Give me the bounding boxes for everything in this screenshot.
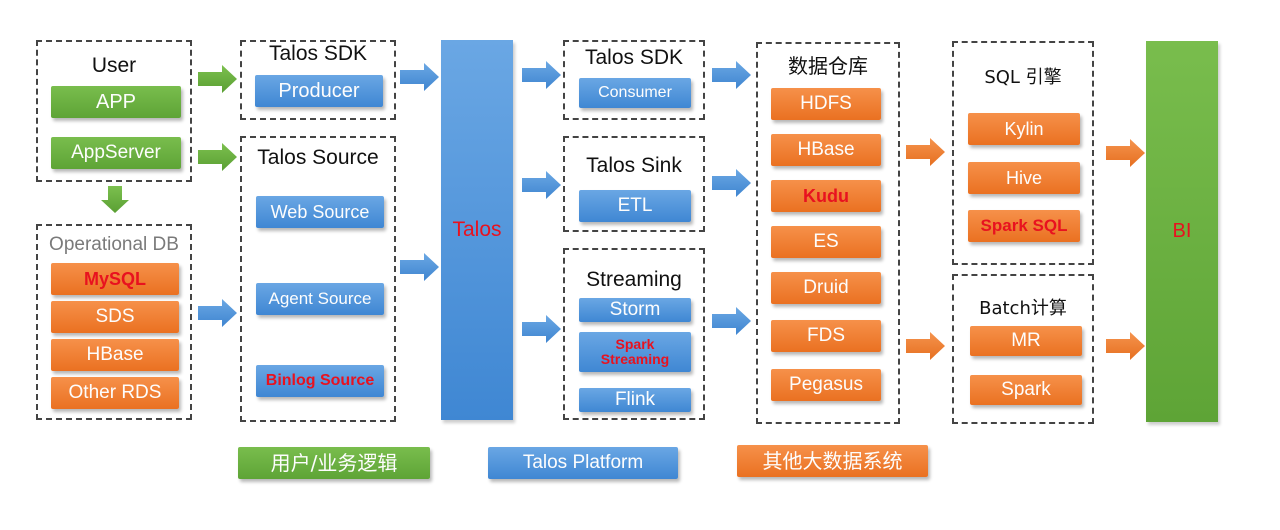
talos-core-node[interactable]: Talos — [441, 40, 513, 420]
talos-core-label: Talos — [452, 218, 502, 241]
spark-batch-node[interactable]: Spark — [970, 375, 1082, 405]
fds-node[interactable]: FDS — [771, 320, 881, 352]
talos-source-group: Talos Source Web Source Agent Source Bin… — [240, 136, 396, 422]
spark-streaming-line2: Streaming — [600, 351, 670, 367]
app-node[interactable]: APP — [51, 86, 181, 118]
data-warehouse-title: 数据仓库 — [788, 54, 868, 78]
talos-sdk-consumer-group: Talos SDK Consumer — [563, 40, 705, 120]
data-warehouse-group: 数据仓库 HDFS HBase Kudu ES Druid FDS Pegasu… — [756, 42, 900, 424]
streaming-title: Streaming — [586, 268, 682, 291]
spark-streaming-line1: Spark — [615, 336, 655, 353]
user-group-title: User — [91, 54, 137, 77]
arrow-talos-to-consumer-icon — [522, 61, 561, 89]
appserver-node[interactable]: AppServer — [51, 137, 181, 169]
arrow-streaming-to-warehouse-icon — [712, 307, 751, 335]
etl-node[interactable]: ETL — [579, 190, 691, 222]
arrow-appserver-to-source-icon — [198, 143, 237, 171]
hive-node[interactable]: Hive — [968, 162, 1080, 194]
es-node[interactable]: ES — [771, 226, 881, 258]
web-source-node[interactable]: Web Source — [256, 196, 384, 228]
arrow-db-to-source-icon — [198, 299, 237, 327]
arrow-source-to-talos-icon — [400, 253, 439, 281]
talos-sdk-producer-group: Talos SDK Producer — [240, 40, 396, 120]
producer-node[interactable]: Producer — [255, 75, 383, 107]
spark-sql-node[interactable]: Spark SQL — [968, 210, 1080, 242]
talos-source-title: Talos Source — [257, 146, 379, 169]
arrow-batch-to-bi-icon — [1106, 332, 1145, 360]
arrow-talos-to-sink-icon — [522, 171, 561, 199]
arrow-warehouse-to-batch-icon — [906, 332, 945, 360]
sql-engine-title: SQL 引擎 — [984, 67, 1062, 88]
arrow-user-to-db-icon — [101, 186, 129, 213]
storm-node[interactable]: Storm — [579, 298, 691, 322]
talos-sdk-producer-title: Talos SDK — [268, 42, 368, 65]
operational-db-title: Operational DB — [49, 234, 179, 255]
arrow-sql-to-bi-icon — [1106, 139, 1145, 167]
bi-label: BI — [1172, 220, 1192, 242]
spark-streaming-node[interactable]: Spark Streaming — [579, 332, 691, 372]
legend-talos-platform: Talos Platform — [488, 447, 678, 479]
kudu-node[interactable]: Kudu — [771, 180, 881, 212]
sds-node[interactable]: SDS — [51, 301, 179, 333]
talos-sdk-consumer-title: Talos SDK — [584, 46, 684, 69]
batch-compute-title: Batch计算 — [979, 298, 1067, 319]
user-group: User APP AppServer — [36, 40, 192, 182]
pegasus-node[interactable]: Pegasus — [771, 369, 881, 401]
other-rds-node[interactable]: Other RDS — [51, 377, 179, 409]
arrow-sink-to-warehouse-icon — [712, 169, 751, 197]
legend-user-business-logic: 用户/业务逻辑 — [238, 447, 430, 479]
arrow-producer-to-talos-icon — [400, 63, 439, 91]
hdfs-node[interactable]: HDFS — [771, 88, 881, 120]
talos-sink-group: Talos Sink ETL — [563, 136, 705, 232]
arrow-talos-to-streaming-icon — [522, 315, 561, 343]
mr-node[interactable]: MR — [970, 326, 1082, 356]
druid-node[interactable]: Druid — [771, 272, 881, 304]
legend-other-big-data: 其他大数据系统 — [737, 445, 928, 477]
batch-compute-group: Batch计算 MR Spark — [952, 274, 1094, 424]
hbase-warehouse-node[interactable]: HBase — [771, 134, 881, 166]
streaming-group: Streaming Storm Spark Streaming Flink — [563, 248, 705, 420]
consumer-node[interactable]: Consumer — [579, 78, 691, 108]
sql-engine-group: SQL 引擎 Kylin Hive Spark SQL — [952, 41, 1094, 265]
mysql-node[interactable]: MySQL — [51, 263, 179, 295]
agent-source-node[interactable]: Agent Source — [256, 283, 384, 315]
kylin-node[interactable]: Kylin — [968, 113, 1080, 145]
flink-node[interactable]: Flink — [579, 388, 691, 412]
arrow-app-to-sdk-icon — [198, 65, 237, 93]
operational-db-group: Operational DB MySQL SDS HBase Other RDS — [36, 224, 192, 420]
arrow-consumer-to-warehouse-icon — [712, 61, 751, 89]
arrow-warehouse-to-sql-icon — [906, 138, 945, 166]
hbase-db-node[interactable]: HBase — [51, 339, 179, 371]
bi-node[interactable]: BI — [1146, 41, 1218, 422]
talos-sink-title: Talos Sink — [586, 154, 682, 177]
binlog-source-node[interactable]: Binlog Source — [256, 365, 384, 397]
